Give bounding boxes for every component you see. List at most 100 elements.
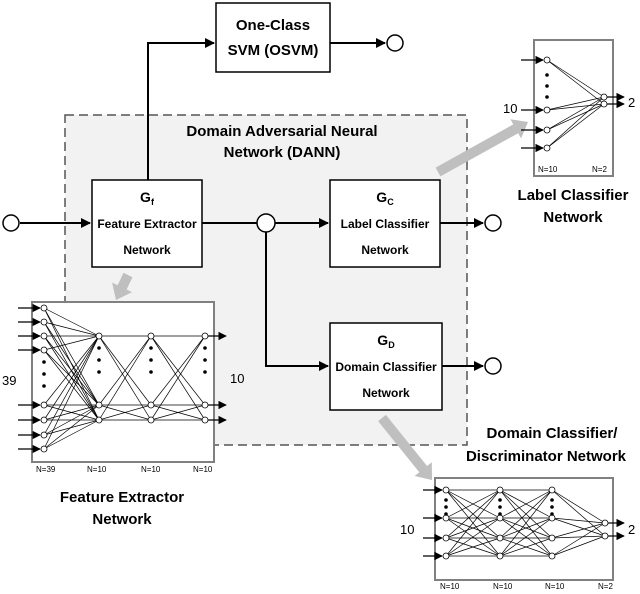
domain-net-node (496, 552, 504, 560)
label-classifier-network-schematic (521, 39, 625, 177)
domain-net-connection (445, 517, 501, 539)
feature-net-ellipsis-dot (203, 346, 207, 350)
feature-net-connection (43, 419, 100, 450)
gc-output-terminal (484, 214, 502, 232)
domain-net-connection (551, 517, 606, 524)
feature-net-node (95, 332, 103, 340)
feature-net-n-label-3: N=10 (193, 465, 213, 474)
gf-to-osvm-arrow (147, 38, 215, 180)
feature-net-node (147, 332, 155, 340)
osvm-box (215, 2, 331, 73)
gd-line1: Domain Classifier (335, 360, 437, 374)
feature-net-connection (43, 404, 100, 421)
feature-net-node (40, 332, 48, 340)
label-net-in-count: 10 (503, 101, 517, 116)
feature-net-connection (43, 307, 100, 337)
input-terminal (2, 214, 20, 232)
label-net-connection (546, 103, 605, 131)
label-net-connection (546, 59, 605, 105)
pointer-arrow-to-label-net (435, 119, 528, 177)
feature-net-node (95, 416, 103, 424)
feature-net-ellipsis-dot (149, 370, 153, 374)
feature-net-ellipsis-dot (203, 358, 207, 362)
domain-net-ellipsis-dot (550, 505, 554, 509)
feature-net-node (201, 332, 209, 340)
feature-net-node (40, 416, 48, 424)
label-net-node (543, 56, 551, 64)
domain-net-out-count: 2 (628, 522, 635, 537)
label-net-title-line2: Network (543, 209, 603, 226)
domain-net-connection (499, 489, 553, 539)
gd-line2: Network (362, 386, 410, 400)
domain-net-connection (445, 489, 501, 519)
feature-net-ellipsis-dot (42, 384, 46, 388)
label-net-connection (546, 96, 605, 111)
junction-to-gd-arrow (265, 232, 329, 371)
label-net-node (600, 93, 608, 101)
feature-net-out-count: 10 (230, 371, 244, 386)
domain-net-node (496, 534, 504, 542)
feature-net-n-label-1: N=10 (87, 465, 107, 474)
domain-net-n-label-1: N=10 (493, 582, 513, 591)
domain-net-ellipsis-dot (550, 498, 554, 502)
gc-box (329, 179, 441, 268)
gc-symbol: GC (376, 189, 394, 207)
feature-net-ellipsis-dot (203, 370, 207, 374)
domain-net-n-label-2: N=10 (545, 582, 565, 591)
label-net-n-out: N=2 (592, 165, 607, 174)
pointer-arrows (112, 119, 528, 480)
domain-net-n-label-0: N=10 (440, 582, 460, 591)
feature-net-connection (43, 335, 100, 436)
label-net-connection (546, 103, 605, 111)
feature-net-node (147, 401, 155, 409)
domain-net-connection (499, 517, 553, 539)
domain-net-node (548, 534, 556, 542)
label-net-connection (546, 103, 605, 149)
domain-net-connection (499, 489, 553, 557)
feature-net-node (201, 401, 209, 409)
domain-net-node (442, 486, 450, 494)
domain-net-connection (499, 517, 553, 557)
pointer-arrow-to-domain-net (378, 414, 432, 480)
feature-net-title-line1: Feature Extractor (60, 489, 184, 506)
feature-net-node (40, 304, 48, 312)
feature-net-ellipsis-dot (149, 358, 153, 362)
domain-net-node (548, 486, 556, 494)
domain-net-connection (551, 535, 606, 557)
gf-line2: Network (123, 243, 171, 257)
domain-net-ellipsis-dot (444, 512, 448, 516)
domain-net-connection (551, 517, 606, 537)
domain-net-node (442, 514, 450, 522)
gc-line1: Label Classifier (341, 217, 430, 231)
feature-net-connection (98, 335, 152, 421)
feature-net-ellipsis-dot (97, 346, 101, 350)
feature-net-connection (150, 335, 206, 406)
feature-net-connection (43, 419, 100, 436)
domain-net-connection (499, 489, 553, 519)
feature-net-node (40, 318, 48, 326)
osvm-output-terminal (386, 34, 404, 52)
pointer-arrow-to-feature-net (112, 272, 133, 300)
label-net-connection (546, 96, 605, 131)
feature-net-connection (150, 335, 206, 421)
feature-net-ellipsis-dot (97, 370, 101, 374)
label-net-node (543, 144, 551, 152)
domain-net-node (442, 534, 450, 542)
domain-net-n-label-3: N=2 (598, 582, 613, 591)
feature-net-connection (43, 335, 100, 450)
domain-net-node (548, 552, 556, 560)
label-net-n-in: N=10 (538, 165, 558, 174)
feature-net-connection (98, 404, 152, 421)
feature-net-node (40, 431, 48, 439)
dann-title-line1: Domain Adversarial Neural (186, 123, 377, 140)
gc-line2: Network (361, 243, 409, 257)
gd-box (329, 322, 443, 411)
domain-net-connection (551, 522, 606, 557)
domain-classifier-network-schematic (423, 477, 625, 581)
feature-net-in-count: 39 (2, 373, 16, 388)
label-net-ellipsis-dot (545, 73, 549, 77)
gd-output-terminal (484, 357, 502, 375)
feature-net-node (201, 416, 209, 424)
label-net-node (543, 126, 551, 134)
